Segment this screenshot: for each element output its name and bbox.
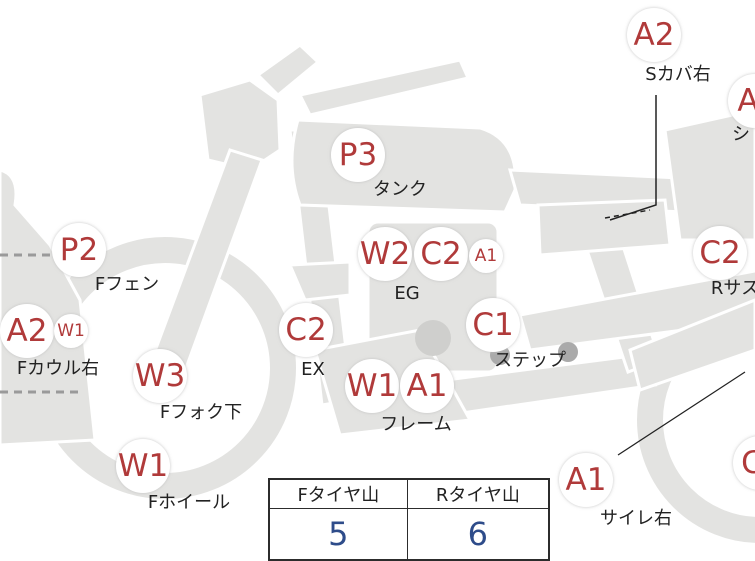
badge-eg-a1[interactable]: A1 [469, 239, 503, 273]
swingarm [518, 269, 755, 352]
badge-text: A1 [475, 246, 497, 266]
badge-text: C [741, 445, 755, 481]
badge-frame-w1[interactable]: W1 [345, 359, 399, 413]
badge-text: W2 [360, 236, 410, 272]
rear-body [663, 108, 755, 242]
badge-text: C1 [472, 307, 513, 343]
tire-tread-table: Fタイヤ山 Rタイヤ山 5 6 [268, 478, 550, 561]
badge-text: A [737, 83, 755, 119]
badge-step-c1[interactable]: C1 [466, 298, 520, 352]
label-s-cover: Sカバ右 [645, 64, 710, 85]
badge-fcowl-a2[interactable]: A2 [0, 304, 54, 358]
badge-sairen-a1[interactable]: A1 [559, 453, 613, 507]
badge-ffork-w3[interactable]: W3 [133, 349, 187, 403]
label-fcowl: Fカウル右 [17, 358, 99, 379]
step-peg-right [558, 342, 578, 362]
badge-text: C2 [285, 312, 326, 348]
label-seat: シ [732, 124, 750, 145]
badge-text: W3 [135, 358, 185, 394]
label-sairen: サイレ右 [600, 508, 672, 529]
badge-fcowl-w1[interactable]: W1 [54, 314, 88, 348]
rear-tire-value: 6 [406, 508, 550, 561]
badge-fwheel-w1[interactable]: W1 [116, 439, 170, 493]
tire-table-value-row: 5 6 [268, 508, 550, 561]
badge-s-cover-a2[interactable]: A2 [627, 8, 681, 62]
sairen-leader-line [617, 371, 746, 456]
badge-text: W1 [57, 321, 85, 341]
badge-text: W1 [347, 368, 397, 404]
badge-ex-c2[interactable]: C2 [279, 303, 333, 357]
rear-tire-header: Rタイヤ山 [406, 478, 550, 509]
badge-tank-p3[interactable]: P3 [331, 128, 385, 182]
badge-text: P2 [60, 232, 98, 268]
badge-eg-c2[interactable]: C2 [414, 227, 468, 281]
label-ffender: Fフェン [95, 274, 159, 295]
front-cowl [0, 168, 97, 447]
s-cover-leader-dash [604, 209, 651, 219]
mirror-stem [255, 43, 321, 98]
badge-eg-w2[interactable]: W2 [358, 227, 412, 281]
rear-shock [628, 298, 755, 392]
tire-table-header-row: Fタイヤ山 Rタイヤ山 [268, 478, 550, 509]
badge-frame-a1[interactable]: A1 [400, 359, 454, 413]
badge-text: P3 [339, 137, 377, 173]
exhaust-pipe [287, 260, 352, 302]
label-ffork: Fフォク下 [160, 402, 242, 423]
badge-rear[interactable]: C [733, 436, 755, 490]
label-tank: タンク [373, 179, 427, 200]
badge-text: A2 [634, 17, 675, 53]
headlight [198, 78, 282, 172]
front-tire-value: 5 [268, 508, 408, 561]
rear-wheel [637, 297, 755, 543]
badge-text: A2 [7, 313, 48, 349]
badge-text: A1 [566, 462, 607, 498]
label-rsus: Rサス [711, 278, 755, 299]
badge-text: C2 [699, 235, 740, 271]
side-cover [536, 198, 672, 257]
label-fwheel: Fホイール [148, 492, 230, 513]
badge-ffender-p2[interactable]: P2 [52, 223, 106, 277]
badge-text: W1 [118, 448, 168, 484]
label-ex: EX [301, 359, 325, 380]
badge-rsus-c2[interactable]: C2 [693, 226, 747, 280]
label-step: ステップ [494, 350, 566, 371]
front-tire-header: Fタイヤ山 [268, 478, 408, 509]
badge-text: A1 [407, 368, 448, 404]
label-eg: EG [394, 283, 419, 304]
handlebar [297, 58, 471, 117]
label-frame: フレーム [380, 414, 451, 435]
badge-text: C2 [420, 236, 461, 272]
engine-cover [415, 320, 451, 356]
badge-seat[interactable]: A [728, 74, 755, 128]
